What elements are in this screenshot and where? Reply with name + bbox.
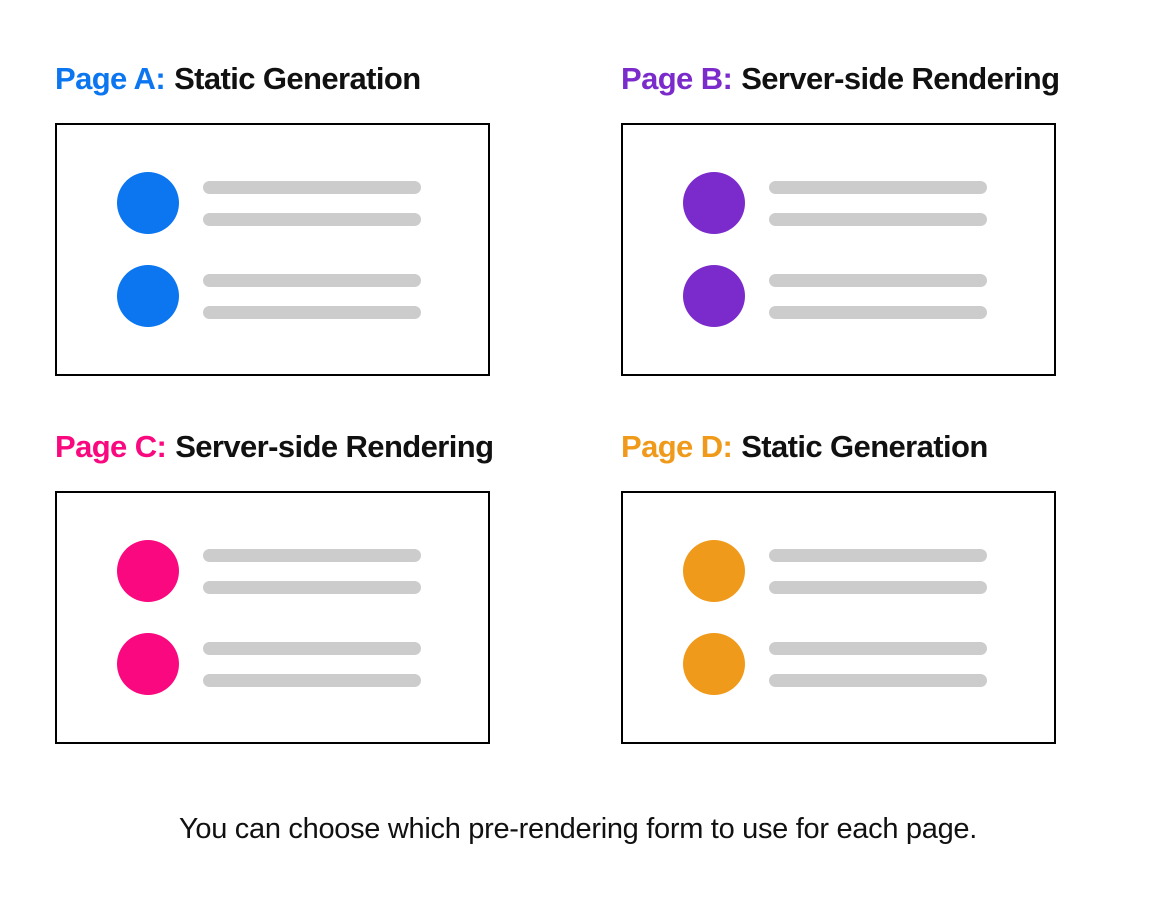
text-bars	[769, 641, 987, 687]
text-bars	[203, 180, 421, 226]
text-bars	[203, 273, 421, 319]
page-mockup	[55, 123, 490, 376]
page-label: Page B:	[621, 61, 733, 96]
text-line-bar	[769, 548, 987, 562]
pages-grid: Page A:Static Generation	[55, 60, 1101, 744]
text-line-bar	[769, 641, 987, 655]
avatar-dot	[117, 633, 179, 695]
avatar-dot	[683, 633, 745, 695]
panel-title: Page C:Server-side Rendering	[55, 428, 494, 465]
avatar-dot	[683, 172, 745, 234]
text-line-bar	[769, 273, 987, 287]
avatar-dot	[117, 172, 179, 234]
panel-page-d: Page D:Static Generation	[621, 428, 1056, 744]
avatar-dot	[683, 540, 745, 602]
text-line-bar	[203, 673, 421, 687]
render-method-label: Server-side Rendering	[741, 61, 1060, 96]
text-line-bar	[203, 180, 421, 194]
text-line-bar	[203, 212, 421, 226]
diagram-caption: You can choose which pre-rendering form …	[179, 813, 977, 845]
text-bars	[769, 273, 987, 319]
content-row	[683, 265, 1054, 327]
page-label: Page D:	[621, 429, 733, 464]
text-line-bar	[203, 641, 421, 655]
render-method-label: Server-side Rendering	[175, 429, 494, 464]
text-line-bar	[203, 580, 421, 594]
page-label: Page C:	[55, 429, 167, 464]
text-bars	[769, 180, 987, 226]
content-row	[117, 172, 488, 234]
text-line-bar	[769, 180, 987, 194]
avatar-dot	[117, 540, 179, 602]
render-method-label: Static Generation	[741, 429, 988, 464]
panel-page-c: Page C:Server-side Rendering	[55, 428, 494, 744]
content-row	[117, 633, 488, 695]
panel-title: Page D:Static Generation	[621, 428, 1056, 465]
page-label: Page A:	[55, 61, 166, 96]
text-line-bar	[769, 212, 987, 226]
avatar-dot	[683, 265, 745, 327]
text-line-bar	[203, 273, 421, 287]
text-bars	[203, 548, 421, 594]
content-row	[683, 540, 1054, 602]
content-row	[683, 172, 1054, 234]
content-row	[117, 540, 488, 602]
text-line-bar	[769, 580, 987, 594]
text-bars	[769, 548, 987, 594]
panel-title: Page A:Static Generation	[55, 60, 490, 97]
text-line-bar	[203, 305, 421, 319]
render-method-label: Static Generation	[174, 61, 421, 96]
text-bars	[203, 641, 421, 687]
text-line-bar	[203, 548, 421, 562]
avatar-dot	[117, 265, 179, 327]
text-line-bar	[769, 673, 987, 687]
page-mockup	[55, 491, 490, 744]
panel-page-b: Page B:Server-side Rendering	[621, 60, 1060, 376]
panel-title: Page B:Server-side Rendering	[621, 60, 1060, 97]
text-line-bar	[769, 305, 987, 319]
content-row	[117, 265, 488, 327]
panel-page-a: Page A:Static Generation	[55, 60, 490, 376]
page-mockup	[621, 123, 1056, 376]
page-mockup	[621, 491, 1056, 744]
content-row	[683, 633, 1054, 695]
